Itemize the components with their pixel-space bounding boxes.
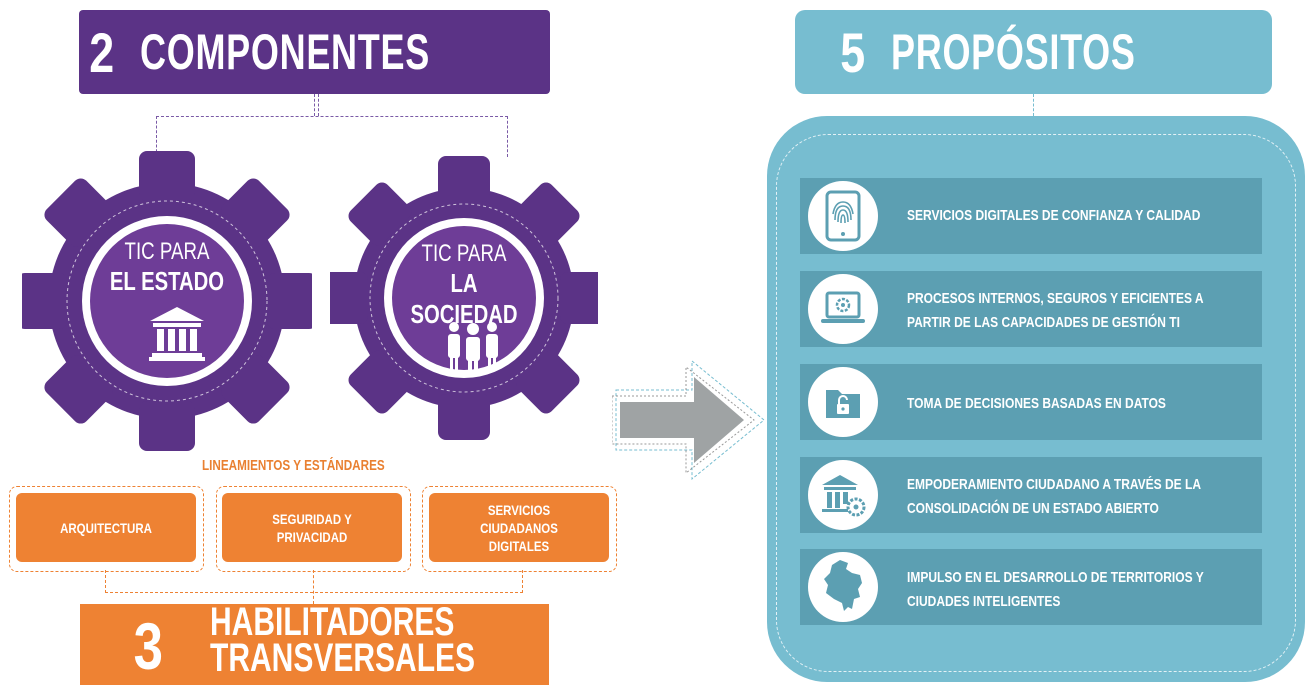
- proposito-text: PROCESOS INTERNOS, SEGUROS Y EFICIENTES …: [907, 287, 1204, 335]
- gear-sociedad-line2: LA SOCIEDAD: [410, 268, 518, 329]
- government-building-icon: [149, 307, 205, 361]
- connector-vertical: [1033, 94, 1034, 116]
- gear-estado: [22, 151, 312, 451]
- propositos-number: 5: [839, 20, 866, 84]
- proposito-text-line2: CIUDADES INTELIGENTES: [907, 593, 1061, 610]
- habilitadores-number: 3: [133, 609, 164, 683]
- componentes-number: 2: [89, 20, 116, 84]
- proposito-text-line1: EMPODERAMIENTO CIUDADANO A TRAVÉS DE LA: [907, 476, 1202, 493]
- habilitadores-line1: HABILITADORES: [210, 600, 455, 644]
- proposito-text-line1: PROCESOS INTERNOS, SEGUROS Y EFICIENTES …: [907, 290, 1204, 307]
- orange-connector: [105, 570, 523, 593]
- box-seguridad-label: SEGURIDAD Y PRIVACIDAD: [272, 510, 352, 545]
- proposito-text-line1: TOMA DE DECISIONES BASADAS EN DATOS: [907, 395, 1166, 412]
- folder-lock-icon: [826, 390, 860, 418]
- propositos-banner: 5 PROPÓSITOS: [795, 10, 1272, 94]
- habilitadores-banner: 3 HABILITADORES TRANSVERSALES: [80, 600, 549, 685]
- componentes-title: COMPONENTES: [140, 24, 431, 80]
- proposito-text-line2: CONSOLIDACIÓN DE UN ESTADO ABIERTO: [907, 500, 1159, 517]
- gear-estado-line1: TIC PARA: [124, 238, 210, 265]
- propositos-panel-border: [776, 134, 1296, 672]
- gear-estado-label: TIC PARA EL ESTADO: [92, 238, 242, 297]
- box-seguridad: SEGURIDAD Y PRIVACIDAD: [222, 493, 402, 562]
- componentes-banner: 2 COMPONENTES: [79, 10, 550, 94]
- orange-connector: [313, 570, 314, 604]
- gear-estado-line2: EL ESTADO: [109, 266, 225, 296]
- colombia-map-icon: [824, 560, 862, 611]
- proposito-text-line2: PARTIR DE LAS CAPACIDADES DE GESTIÓN TI: [907, 314, 1180, 331]
- fingerprint-phone-icon: [825, 190, 861, 242]
- proposito-icon-circle: [808, 367, 878, 437]
- gear-sociedad-label: TIC PARA LA SOCIEDAD: [389, 240, 539, 330]
- box-outline: [9, 486, 204, 572]
- proposito-text: TOMA DE DECISIONES BASADAS EN DATOS: [907, 392, 1166, 416]
- connector-vertical: [318, 94, 319, 116]
- proposito-text-line1: SERVICIOS DIGITALES DE CONFIANZA Y CALID…: [907, 207, 1201, 224]
- propositos-title: PROPÓSITOS: [890, 24, 1136, 80]
- laptop-gear-icon: [821, 291, 865, 323]
- proposito-icon-circle: [808, 181, 878, 251]
- arrow-right-icon: [612, 359, 765, 481]
- connector-bracket: [156, 116, 508, 157]
- box-arquitectura-label: ARQUITECTURA: [60, 519, 152, 536]
- connector-vertical: [314, 94, 315, 116]
- proposito-icon-circle: [808, 552, 878, 622]
- proposito-text-line1: IMPULSO EN EL DESARROLLO DE TERRITORIOS …: [907, 569, 1204, 586]
- proposito-icon-circle: [808, 274, 878, 344]
- habilitadores-line2: TRANSVERSALES: [210, 636, 476, 680]
- box-outline: [422, 486, 617, 572]
- box-servicios-label: SERVICIOS CIUDADANOS DIGITALES: [480, 501, 558, 554]
- people-group-icon: [448, 322, 498, 372]
- proposito-text: SERVICIOS DIGITALES DE CONFIANZA Y CALID…: [907, 204, 1200, 228]
- gear-sociedad: [330, 156, 598, 440]
- building-gear-icon: [822, 475, 866, 517]
- box-arquitectura: ARQUITECTURA: [16, 493, 196, 562]
- gear-sociedad-line1: TIC PARA: [421, 240, 507, 267]
- proposito-text: IMPULSO EN EL DESARROLLO DE TERRITORIOS …: [907, 566, 1204, 614]
- proposito-text: EMPODERAMIENTO CIUDADANO A TRAVÉS DE LA …: [907, 473, 1201, 521]
- lineamientos-title: LINEAMIENTOS Y ESTÁNDARES: [202, 457, 385, 474]
- box-servicios: SERVICIOS CIUDADANOS DIGITALES: [429, 493, 609, 562]
- proposito-icon-circle: [808, 460, 878, 530]
